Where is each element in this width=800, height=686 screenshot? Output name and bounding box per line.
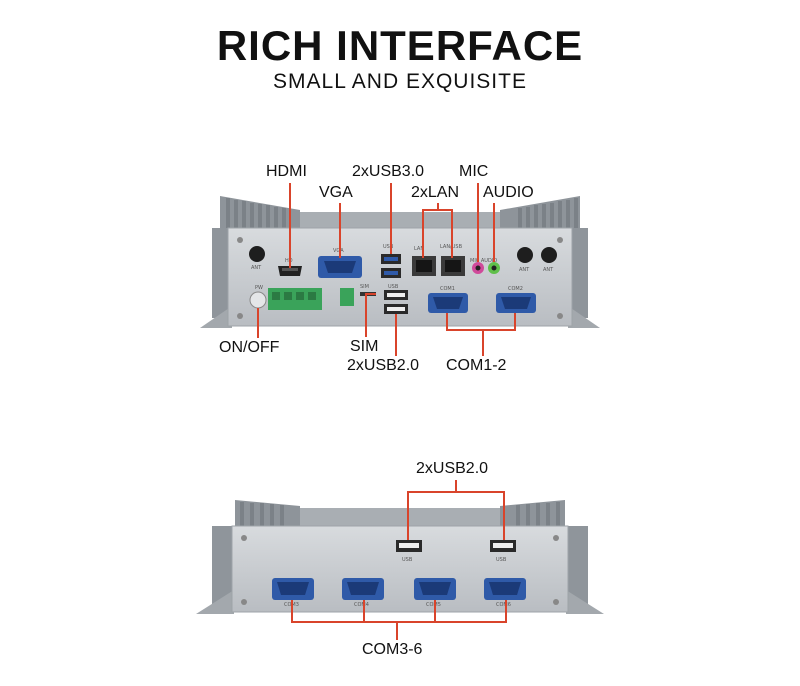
usb2-ports — [384, 290, 408, 314]
silk-ant-2: ANT — [519, 267, 530, 273]
rear-usb-port-2 — [490, 540, 516, 552]
callout-com36: COM3-6 — [362, 641, 423, 658]
callout-lan: 2xLAN — [411, 184, 460, 201]
com5-port — [414, 578, 456, 600]
page-title: RICH INTERFACE — [216, 22, 584, 69]
bottom-callout-lines — [291, 480, 507, 640]
lan-ports — [412, 256, 465, 276]
small-terminal — [340, 288, 354, 306]
silk-mic-audio: MIC AUDIO — [470, 258, 497, 264]
com1-port — [428, 293, 468, 313]
antenna-port — [541, 247, 557, 263]
top-left-foot — [200, 306, 232, 328]
silk-sim: SIM — [360, 284, 369, 290]
com6-port — [484, 578, 526, 600]
vga-port — [318, 256, 362, 278]
silk-ant-3: ANT — [543, 267, 554, 273]
silk-com6: COM6 — [496, 602, 511, 608]
top-right-foot — [568, 306, 600, 328]
bottom-right-foot — [566, 590, 604, 614]
com3-port — [272, 578, 314, 600]
callout-onoff: ON/OFF — [219, 339, 280, 356]
callout-hdmi: HDMI — [266, 163, 307, 180]
hdmi-port — [278, 266, 302, 276]
rear-usb-port-1 — [396, 540, 422, 552]
bottom-heatsink-fins — [235, 500, 565, 528]
top-side-fins — [212, 228, 588, 318]
callout-rear-usb20: 2xUSB2.0 — [416, 460, 489, 477]
antenna-port — [249, 246, 265, 262]
silk-usb-2: USB — [388, 284, 399, 290]
callout-usb20: 2xUSB2.0 — [347, 357, 420, 374]
silk-com5: COM5 — [426, 602, 441, 608]
callout-mic: MIC — [459, 163, 489, 180]
screw — [237, 237, 243, 243]
bottom-left-foot — [196, 590, 234, 614]
power-terminal — [268, 288, 322, 310]
top-callout-lines — [257, 183, 516, 356]
silk-ant: ANT — [251, 265, 262, 271]
silk-com1: COM1 — [440, 286, 455, 292]
silk-hd: HD — [285, 258, 293, 264]
callout-sim: SIM — [350, 338, 379, 355]
callout-audio: AUDIO — [483, 184, 534, 201]
top-heatsink-fins — [220, 196, 580, 230]
screw — [557, 237, 563, 243]
callout-com12: COM1-2 — [446, 357, 507, 374]
silk-usb: USB — [383, 244, 394, 250]
silk-pw: PW — [255, 285, 263, 291]
screw — [237, 313, 243, 319]
screw — [557, 313, 563, 319]
silk-com4: COM4 — [354, 602, 369, 608]
bottom-side-fins — [212, 526, 588, 604]
com4-port — [342, 578, 384, 600]
silk-com2: COM2 — [508, 286, 523, 292]
silk-vga: VGA — [333, 248, 344, 254]
page-subtitle: SMALL AND EXQUISITE — [273, 70, 527, 93]
callout-usb30: 2xUSB3.0 — [352, 163, 425, 180]
silk-lan: LAN — [414, 246, 424, 252]
usb3-ports — [381, 254, 401, 278]
antenna-port — [517, 247, 533, 263]
silk-rear-usb-1: USB — [402, 557, 413, 563]
callout-vga: VGA — [319, 184, 353, 201]
power-button — [249, 291, 267, 309]
silk-rear-usb-2: USB — [496, 557, 507, 563]
com2-port — [496, 293, 536, 313]
